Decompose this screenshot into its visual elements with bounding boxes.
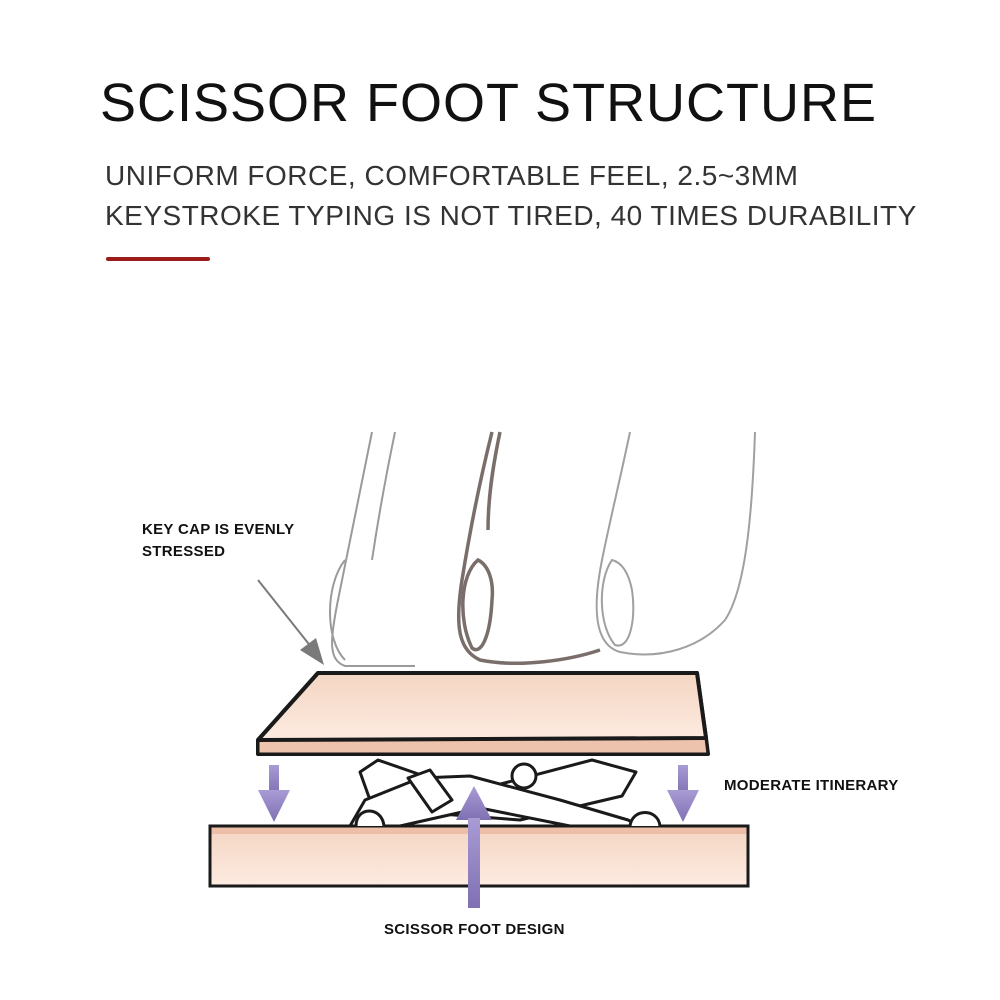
down-arrow-right [667,765,699,822]
scissor-mechanism [348,758,662,828]
finger-middle [456,431,601,665]
finger-left [329,431,415,667]
callout-scissor-foot-design: SCISSOR FOOT DESIGN [384,921,565,938]
callout-moderate-itinerary: MODERATE ITINERARY [724,777,899,794]
keycap [256,671,710,756]
keycap-pointer-arrow [257,579,324,665]
up-arrow-center [456,786,492,908]
callout-keycap-line-1: KEY CAP IS EVENLY [142,521,295,538]
title-accent-line [106,257,210,261]
callout-keycap-line-2: STRESSED [142,543,226,560]
subtitle-line-1: UNIFORM FORCE, COMFORTABLE FEEL, 2.5~3MM [105,160,799,191]
finger-right [595,431,756,656]
subtitle-line-2: KEYSTROKE TYPING IS NOT TIRED, 40 TIMES … [105,200,917,231]
page-title: SCISSOR FOOT STRUCTURE [100,73,878,133]
down-arrow-left [258,765,290,822]
callout-keycap-stressed: KEY CAP IS EVENLY STRESSED [142,519,294,563]
